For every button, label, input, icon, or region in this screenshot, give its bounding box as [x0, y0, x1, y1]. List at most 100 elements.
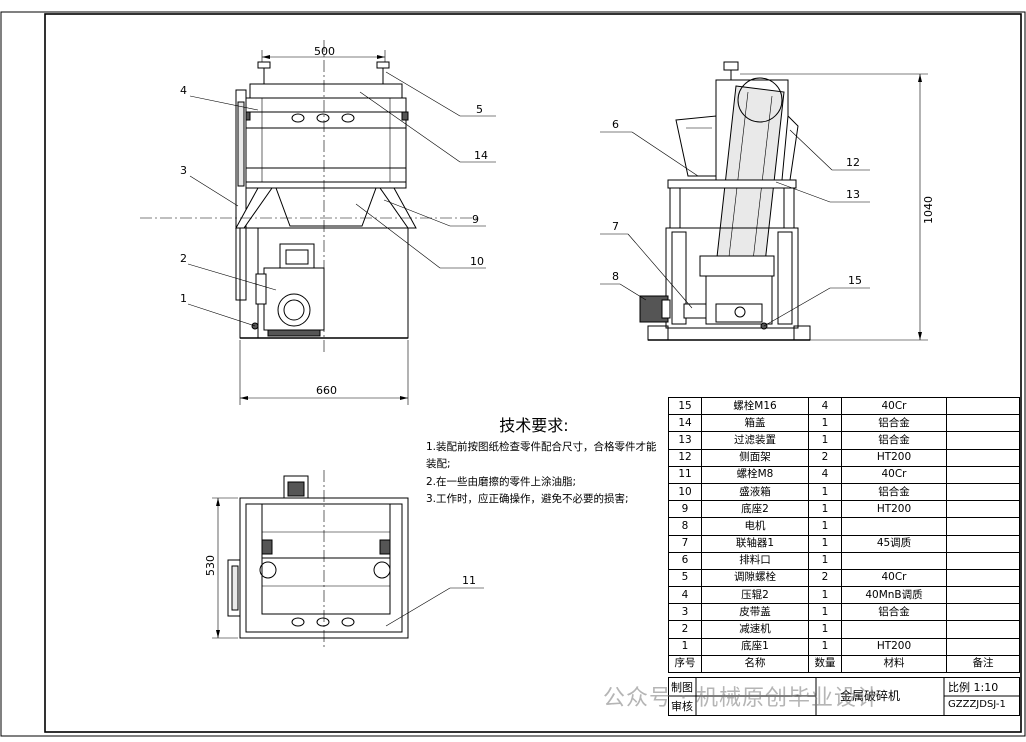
checked-by-label: 审核: [671, 700, 693, 713]
cell-qty: 1: [808, 500, 842, 519]
cell-no: 4: [668, 586, 702, 605]
title-block: 制图 审核 金属破碎机 比例 1:10 GZZZJDSJ-1: [668, 677, 1020, 716]
cell-material: 铝合金: [841, 482, 947, 502]
dim-depth: 530: [204, 555, 217, 576]
cell-name: 调隙螺栓: [701, 568, 809, 588]
cell-material: [841, 620, 947, 639]
cell-qty: 1: [808, 586, 842, 605]
balloon-13: 13: [846, 188, 860, 201]
front-view: 500: [140, 40, 496, 405]
cell-qty: 1: [808, 414, 842, 433]
cell-no: 1: [668, 637, 702, 656]
cell-name: 压辊2: [701, 586, 809, 605]
cell-qty: 1: [808, 517, 842, 536]
cell-no: 13: [668, 431, 702, 450]
cell-material: 40Cr: [841, 465, 947, 484]
cell-qty: 1: [808, 637, 842, 656]
requirement-2: 2.在一些由磨擦的零件上涂油脂;: [426, 475, 577, 488]
cell-qty: 4: [808, 396, 842, 416]
cell-note: [946, 431, 1020, 450]
cell-no: 14: [668, 414, 702, 433]
balloon-6: 6: [612, 118, 619, 131]
cell-name: 箱盖: [701, 414, 809, 433]
cell-note: [946, 620, 1020, 639]
coupling: [683, 303, 707, 319]
balloon-3: 3: [180, 164, 187, 177]
drawing-title: 金属破碎机: [840, 689, 901, 703]
balloon-2: 2: [180, 252, 187, 265]
balloon-10: 10: [470, 255, 484, 268]
cell-qty: 1: [808, 620, 842, 639]
outer-border: [0, 11, 1026, 737]
technical-requirements: 技术要求: 1.装配前按图纸检查零件配合尺寸，合格零件才能装配; 2.在一些由磨…: [426, 417, 662, 509]
cell-name: 底座1: [701, 637, 809, 656]
cell-name: 排料口: [701, 551, 809, 570]
cell-name: 电机: [701, 517, 809, 536]
cell-material: 40MnB调质: [841, 586, 947, 605]
cell-note: [946, 482, 1020, 502]
cell-qty: 1: [808, 482, 842, 502]
cell-note: [946, 586, 1020, 605]
cell-name: 减速机: [701, 620, 809, 639]
cell-name: 螺栓M16: [701, 396, 809, 416]
cell-note: [946, 517, 1020, 536]
cell-qty: 1: [808, 431, 842, 450]
requirement-3: 3.工作时，应正确操作，避免不必要的损害;: [426, 493, 629, 505]
balloon-12: 12: [846, 156, 860, 169]
balloon-4: 4: [180, 84, 187, 97]
cell-note: [946, 448, 1020, 467]
header-no: 序号: [668, 654, 702, 674]
cell-material: 铝合金: [841, 603, 947, 622]
cell-name: 皮带盖: [701, 603, 809, 622]
cell-qty: 2: [808, 448, 842, 467]
watermark: 公众号 · 机械原创毕业设计: [603, 686, 880, 711]
cell-note: [946, 396, 1020, 416]
cell-note: [946, 637, 1020, 656]
cell-no: 2: [668, 620, 702, 639]
cell-qty: 2: [808, 568, 842, 588]
balloon-9: 9: [472, 213, 479, 226]
cell-name: 盛液箱: [701, 482, 809, 502]
collection-box: [275, 187, 377, 227]
cell-material: HT200: [841, 637, 947, 656]
cell-no: 3: [668, 603, 702, 622]
cell-no: 8: [668, 517, 702, 536]
cell-no: 15: [668, 396, 702, 416]
balloon-11: 11: [462, 574, 476, 587]
dim-height: 1040: [922, 196, 935, 224]
parts-list-header: 序号 名称 数量 材料 备注: [668, 654, 1020, 674]
cell-no: 6: [668, 551, 702, 570]
cell-name: 底座2: [701, 500, 809, 519]
discharge-port: [675, 115, 717, 177]
cell-material: 40Cr: [841, 396, 947, 416]
cell-no: 10: [668, 482, 702, 502]
cell-qty: 1: [808, 551, 842, 570]
drawing-scale: 比例 1:10: [948, 681, 999, 694]
dim-top-width: 500: [314, 45, 335, 58]
cell-note: [946, 603, 1020, 622]
requirements-title: 技术要求:: [499, 416, 569, 435]
cell-material: [841, 551, 947, 570]
cell-material: 铝合金: [841, 414, 947, 433]
balloon-14: 14: [474, 149, 488, 162]
header-qty: 数量: [808, 654, 842, 674]
crusher-housing: [245, 97, 407, 183]
balloon-7: 7: [612, 220, 619, 233]
cell-name: 螺栓M8: [701, 465, 809, 484]
cell-note: [946, 414, 1020, 433]
cell-material: HT200: [841, 448, 947, 467]
cell-note: [946, 534, 1020, 553]
plan-view: 530 11: [204, 470, 484, 650]
requirement-1: 1.装配前按图纸检查零件配合尺寸，合格零件才能装配;: [426, 440, 657, 471]
